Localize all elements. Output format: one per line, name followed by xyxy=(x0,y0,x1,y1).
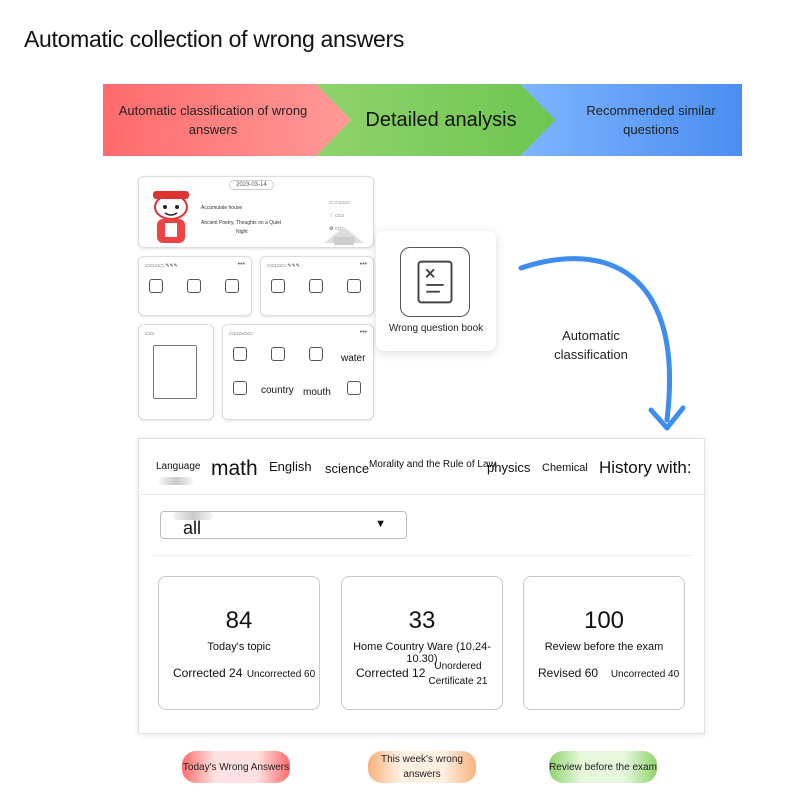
wrong-question-book-label: Wrong question book xyxy=(388,323,484,334)
tool-icon-2[interactable] xyxy=(271,347,285,361)
date-pill: 2023-03-14 xyxy=(229,180,274,190)
step-recommend-label: Recommended similar questions xyxy=(586,103,716,137)
word-country: country xyxy=(261,385,294,396)
tab-science[interactable]: science xyxy=(325,461,370,476)
category-select[interactable]: all ▼ xyxy=(160,511,407,539)
stat-card-exam[interactable]: 100 Review before the exam Revised 60 Un… xyxy=(523,576,685,710)
wrong-answers-panel: Language math English science Morality a… xyxy=(138,438,706,734)
week-wrong-answers-button[interactable]: This week's wrong answers xyxy=(368,751,476,783)
tab-language-underline xyxy=(159,477,193,485)
word-water: water xyxy=(341,353,366,364)
tab-physics[interactable]: physics xyxy=(487,460,531,475)
more-icon[interactable]: ••• xyxy=(237,261,245,268)
subject-tabs: Language math English science Morality a… xyxy=(139,439,706,495)
card-icon-5[interactable] xyxy=(309,279,323,293)
stat-card-week[interactable]: 33 Home Country Ware (10.24-10.30) Corre… xyxy=(341,576,503,710)
stat-number: 33 xyxy=(408,607,436,634)
wrong-question-book-icon xyxy=(400,247,470,317)
study-card-title: ▭▭▭▭ ✎✎✎ xyxy=(267,263,300,269)
exam-review-label: Review before the exam xyxy=(549,761,657,773)
stat-corrected: Corrected 12 xyxy=(356,666,426,680)
step-analysis-chevron: Detailed analysis xyxy=(316,84,566,156)
page-title: Automatic collection of wrong answers xyxy=(24,26,405,52)
week-wrong-answers-label: This week's wrong answers xyxy=(381,754,463,780)
stat-uncorrected: Uncorrected 60 xyxy=(246,669,316,680)
stat-number: 100 xyxy=(583,607,625,634)
card-icon-3[interactable] xyxy=(225,279,239,293)
tool-icon-1[interactable] xyxy=(233,347,247,361)
stat-label: Review before the exam xyxy=(544,641,664,653)
tools-card-title: ▭▭▭▭▭ xyxy=(229,331,253,337)
tool-icon-5[interactable] xyxy=(347,381,361,395)
flow-arrow-icon xyxy=(518,256,686,431)
chevron-down-icon: ▼ xyxy=(375,518,386,530)
step-classification-label: Automatic classification of wrong answer… xyxy=(118,103,308,137)
stat-uncorrected: Unordered Certificate 21 xyxy=(428,661,488,687)
app-home-mockup: 2023-03-14 Accumulate house Ancient Poet… xyxy=(138,176,374,422)
exam-review-button[interactable]: Review before the exam xyxy=(549,751,657,783)
step-recommend-chevron: Recommended similar questions xyxy=(520,84,742,156)
study-card: ▭▭▭▭ ✎✎✎ ••• xyxy=(260,256,374,316)
notes-card-title: ▭▭ xyxy=(145,331,155,337)
tool-icon-3[interactable] xyxy=(309,347,323,361)
stat-label: Home Country Ware (10.24-10.30) xyxy=(353,641,491,665)
mascot-icon xyxy=(153,191,189,243)
card-icon-4[interactable] xyxy=(271,279,285,293)
more-icon[interactable]: ••• xyxy=(359,329,367,336)
card-icon-1[interactable] xyxy=(149,279,163,293)
teacher-card: ▭▭▭▭ ✎✎✎ ••• xyxy=(138,256,252,316)
tools-card: ▭▭▭▭▭ ••• water country mouth xyxy=(222,324,374,420)
select-highlight xyxy=(173,512,213,520)
more-icon[interactable]: ••• xyxy=(359,261,367,268)
step-classification-chevron: Automatic classification of wrong answer… xyxy=(103,84,353,156)
stat-card-today[interactable]: 84 Today's topic Corrected 24 Uncorrecte… xyxy=(158,576,320,710)
hero-text-2: Ancient Poetry, Thoughts on a Quiet xyxy=(201,220,282,226)
stat-corrected: Revised 60 xyxy=(538,666,599,680)
tab-language[interactable]: Language xyxy=(156,461,201,472)
stat-number: 84 xyxy=(225,607,253,634)
card-icon-2[interactable] xyxy=(187,279,201,293)
wrong-question-book-tile[interactable]: Wrong question book xyxy=(376,231,496,351)
teacher-card-title: ▭▭▭▭ ✎✎✎ xyxy=(145,263,178,269)
tab-morality[interactable]: Morality and the Rule of Law xyxy=(369,459,496,470)
notebook-icon xyxy=(153,345,197,399)
stat-label: Today's topic xyxy=(207,641,271,653)
today-wrong-answers-label: Today's Wrong Answers xyxy=(182,761,290,773)
tab-chemical[interactable]: Chemical xyxy=(542,462,588,474)
hero-side-links: ▭ ▭▭▭♡ ▭▭⚙ ▭▭ xyxy=(329,200,350,232)
stat-corrected: Corrected 24 xyxy=(173,666,243,680)
hero-card: 2023-03-14 Accumulate house Ancient Poet… xyxy=(138,176,374,248)
category-select-value: all xyxy=(183,518,202,538)
today-wrong-answers-button[interactable]: Today's Wrong Answers xyxy=(182,751,290,783)
tab-math[interactable]: math xyxy=(211,457,258,480)
notes-card: ▭▭ xyxy=(138,324,214,420)
hero-text-1: Accumulate house xyxy=(201,205,243,211)
divider xyxy=(153,555,693,556)
step-analysis-label: Detailed analysis xyxy=(365,108,517,131)
tab-english[interactable]: English xyxy=(269,459,312,474)
pagoda-icon xyxy=(324,227,364,245)
hero-text-3: Night xyxy=(236,229,248,235)
tab-history[interactable]: History with: xyxy=(599,458,692,477)
word-mouth: mouth xyxy=(303,387,331,398)
card-icon-6[interactable] xyxy=(347,279,361,293)
stat-uncorrected: Uncorrected 40 xyxy=(610,669,680,680)
flow-label: Automatic classification xyxy=(554,328,628,362)
tool-icon-4[interactable] xyxy=(233,381,247,395)
